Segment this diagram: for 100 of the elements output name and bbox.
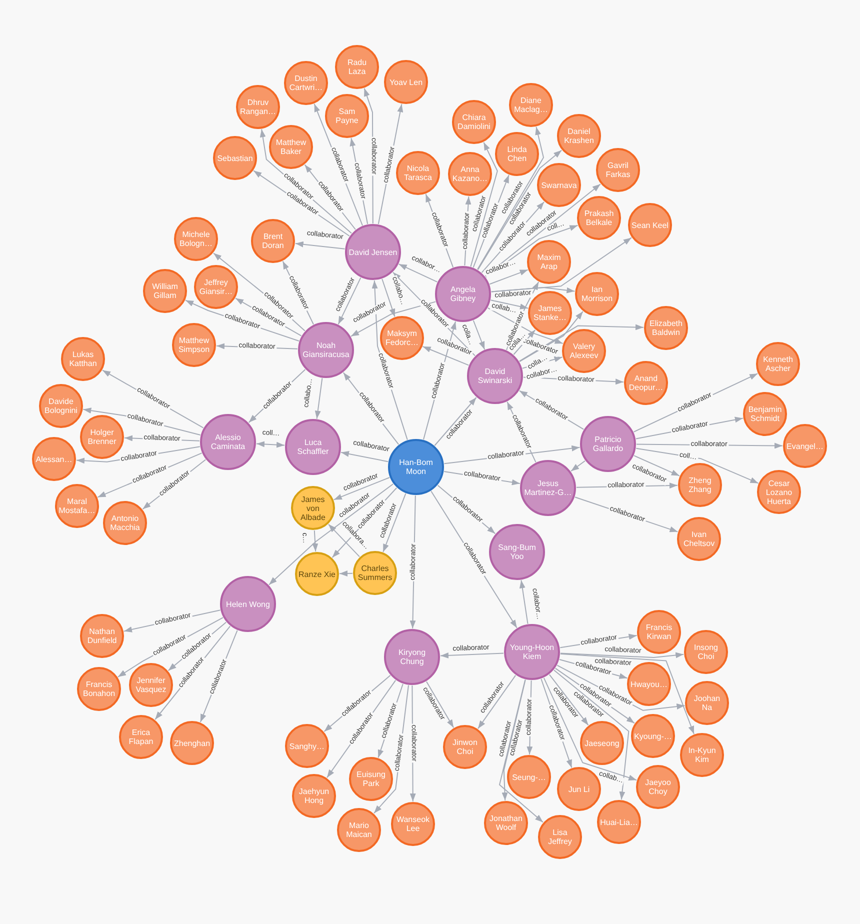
person-name: Jaeseong: [584, 738, 620, 748]
person-node: [596, 148, 640, 192]
person-node: [291, 486, 335, 530]
person-name: David Swinarski: [476, 367, 514, 385]
person-name: Radu Laza: [346, 58, 368, 76]
person-name: Alessio Caminata: [210, 433, 246, 451]
person-node: [55, 484, 99, 528]
person-name: Michele Bologn…: [178, 230, 214, 248]
person-node: [562, 329, 606, 373]
arrow: [489, 269, 528, 285]
person-node: [677, 517, 721, 561]
person-name: Maral Mostafa…: [58, 497, 96, 515]
person-node: [213, 136, 257, 180]
arrow: [440, 652, 504, 658]
person-node: [236, 85, 280, 129]
person-node: [484, 801, 528, 845]
person-name: Jennifer Vasquez: [134, 676, 168, 694]
person-node: [103, 501, 147, 545]
person-name: Kiryong Chung: [397, 648, 427, 666]
person-node: [77, 667, 121, 711]
arrow: [519, 580, 528, 624]
person-node: [597, 800, 641, 844]
person-node: [80, 614, 124, 658]
person-node: [284, 61, 328, 105]
arrow: [570, 460, 586, 472]
person-node: [557, 767, 601, 811]
person-node: [580, 721, 624, 765]
person-node: [527, 240, 571, 284]
person-node: [757, 470, 801, 514]
person-name: Yoav Len: [388, 78, 424, 86]
person-node: [452, 100, 496, 144]
person-name: James Stanke…: [532, 304, 568, 322]
person-name: Zhenghan: [172, 738, 212, 748]
person-name: Lisa Jeffrey: [547, 828, 573, 846]
person-node: [119, 715, 163, 759]
arrow: [477, 126, 544, 270]
person-name: Insong Choi: [692, 643, 720, 661]
person-name: Francis Bonahon: [82, 680, 116, 698]
person-name: Sean Keel: [630, 220, 670, 230]
person-name: Jinwon Choi: [452, 738, 478, 756]
person-node: [443, 725, 487, 769]
person-name: Mario Maican: [345, 821, 373, 839]
arrow: [472, 320, 486, 350]
person-name: Luca Schaffler: [296, 438, 330, 456]
person-name: Maksym Fedorc…: [384, 329, 420, 347]
arrow: [340, 451, 388, 462]
person-name: Davide Bolognini: [44, 397, 78, 415]
person-node: [538, 815, 582, 859]
arrow: [382, 278, 396, 318]
person-node: [194, 265, 238, 309]
person-name: Brent Doran: [261, 232, 285, 250]
person-name: In-Kyun Kim: [687, 746, 717, 764]
person-node: [143, 269, 187, 313]
person-node: [353, 551, 397, 595]
person-name: Seung-…: [511, 772, 547, 782]
person-name: Jaehyun Hong: [298, 787, 330, 805]
person-node: [337, 808, 381, 852]
person-node: [61, 337, 105, 381]
person-name: Antonio Macchia: [109, 514, 141, 532]
arrow: [490, 287, 576, 294]
person-node: [285, 724, 329, 768]
person-node: [220, 576, 276, 632]
arrow: [484, 184, 601, 277]
person-name: Benjamin Schmidt: [747, 405, 783, 423]
person-name: Jesus Martinez-G…: [523, 479, 573, 497]
person-node: [170, 721, 214, 765]
person-name: Gavril Farkas: [604, 161, 632, 179]
arrow: [382, 493, 406, 552]
arrow: [518, 324, 644, 362]
arrow: [499, 679, 544, 823]
person-name: Jaeyoo Choy: [644, 778, 672, 796]
person-node: [396, 151, 440, 195]
person-node: [200, 414, 256, 470]
person-name: Nathan Dunfield: [86, 627, 118, 645]
person-name: Dhruv Rangan…: [238, 98, 278, 116]
arrow: [434, 397, 477, 446]
person-node: [678, 463, 722, 507]
person-name: Angela Gibney: [449, 285, 477, 303]
person-node: [680, 733, 724, 777]
person-node: [628, 203, 672, 247]
person-node: [384, 60, 428, 104]
person-node: [174, 217, 218, 261]
person-name: Diane Maclag…: [513, 96, 549, 114]
arrow: [543, 677, 638, 781]
person-name: James von Albade: [300, 494, 326, 522]
person-name: David Jensen: [348, 248, 398, 256]
person-node: [349, 757, 393, 801]
person-name: Kenneth Ascher: [762, 355, 794, 373]
person-name: Noah Giansiracusa: [302, 341, 350, 359]
person-name: Matthew Baker: [274, 138, 308, 156]
person-name: Evangel…: [786, 442, 824, 450]
person-name: Jeffrey Giansir…: [198, 278, 234, 296]
person-name: Euisung Park: [356, 770, 386, 788]
arrow: [314, 378, 323, 420]
person-node: [636, 765, 680, 809]
person-node: [684, 630, 728, 674]
arrow: [312, 530, 318, 552]
arrow: [339, 570, 353, 576]
arrow: [477, 150, 562, 270]
person-node: [509, 83, 553, 127]
